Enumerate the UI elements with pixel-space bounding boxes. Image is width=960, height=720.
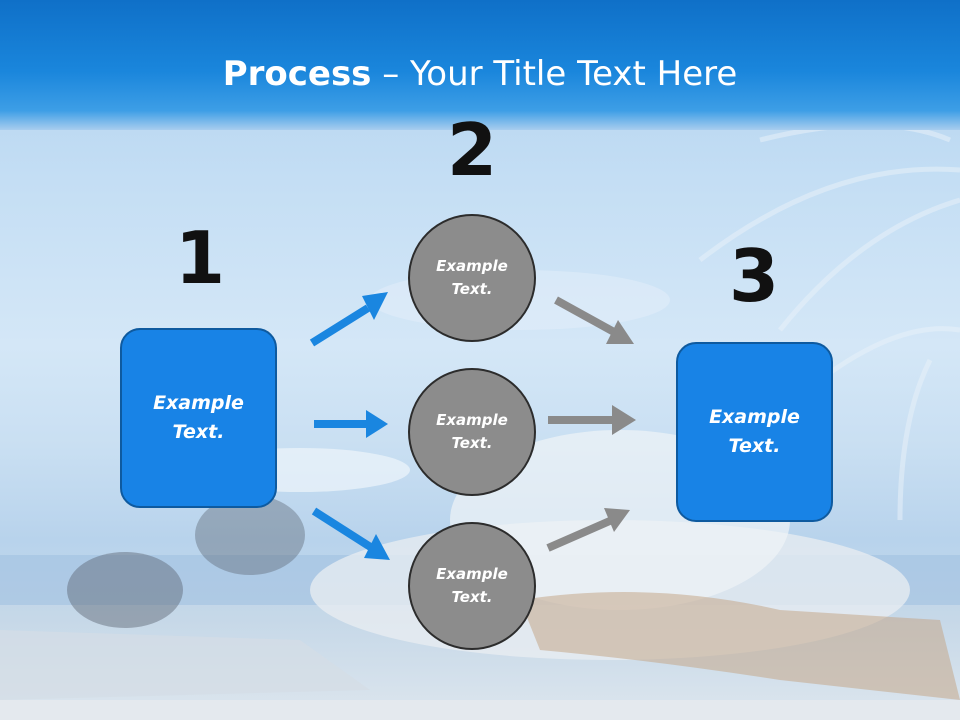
slide-title: Process – Your Title Text Here xyxy=(0,52,960,96)
title-rest: – Your Title Text Here xyxy=(371,54,738,94)
circle-top[interactable]: Example Text. xyxy=(408,214,536,342)
circle-top-text: Example Text. xyxy=(436,257,508,298)
circle-middle-text: Example Text. xyxy=(436,411,508,452)
step-3-text: Example Text. xyxy=(709,406,800,457)
step-1-box[interactable]: Example Text. xyxy=(120,328,277,508)
step-number-3: 3 xyxy=(728,234,780,318)
step-1-text: Example Text. xyxy=(153,392,244,443)
circle-bottom-text: Example Text. xyxy=(436,565,508,606)
gray-arrow-up xyxy=(546,508,630,552)
title-strong: Process xyxy=(222,54,372,94)
step-number-1: 1 xyxy=(174,216,226,300)
header-band xyxy=(0,0,960,130)
gray-arrow-down xyxy=(554,296,634,344)
circle-middle[interactable]: Example Text. xyxy=(408,368,536,496)
blue-arrow-up xyxy=(309,292,388,347)
step-number-2: 2 xyxy=(446,108,498,192)
circle-bottom[interactable]: Example Text. xyxy=(408,522,536,650)
blue-arrow-down xyxy=(311,507,390,560)
gray-arrow-right xyxy=(548,405,636,435)
step-3-box[interactable]: Example Text. xyxy=(676,342,833,522)
blue-arrow-right xyxy=(314,410,388,438)
